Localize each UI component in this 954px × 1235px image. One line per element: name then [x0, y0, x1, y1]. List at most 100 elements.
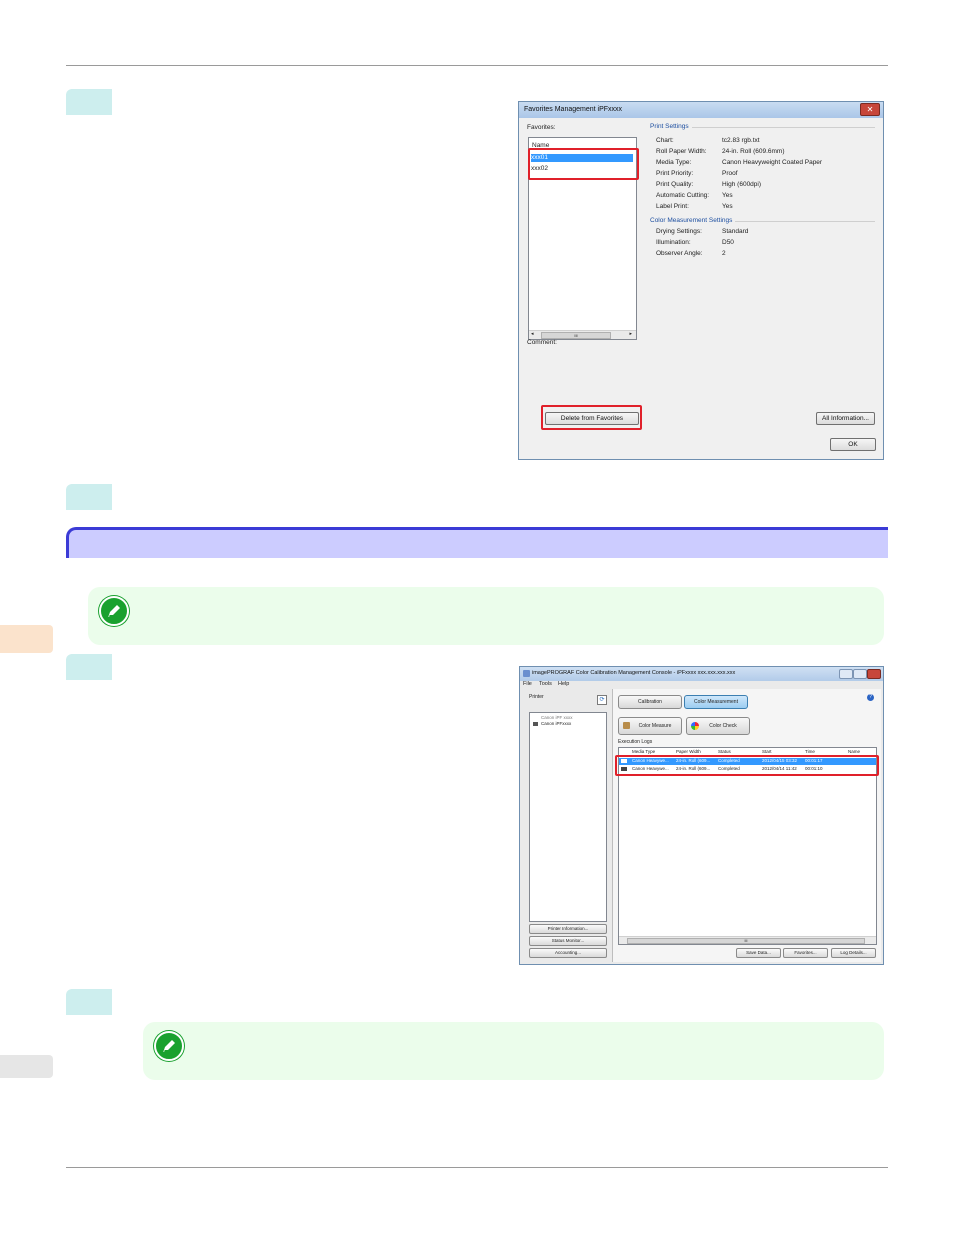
step-marker-3	[66, 654, 112, 680]
printer-icon	[533, 722, 538, 726]
print-setting-value: High (600dpi)	[722, 181, 762, 188]
close-icon[interactable]	[867, 669, 881, 679]
col-media-type[interactable]: Media Type	[632, 749, 656, 754]
console-title: imagePROGRAF Color Calibration Managemen…	[532, 670, 736, 676]
dialog-title: Favorites Management iPFxxxx	[524, 106, 623, 113]
note-pencil-icon	[154, 1031, 184, 1061]
color-setting-value: 2	[722, 250, 726, 257]
step-marker-2	[66, 484, 112, 510]
printer-row-icon	[621, 759, 627, 763]
color-check-label: Color Check	[709, 723, 737, 729]
header-rule	[66, 65, 888, 66]
log-details-button[interactable]: Log Details...	[831, 948, 876, 958]
cell-time: 00:01:17	[805, 758, 823, 763]
print-setting-key: Print Quality:	[656, 181, 694, 188]
side-tab-gray	[0, 1055, 53, 1078]
step-marker-4	[66, 989, 112, 1015]
printer-information-button[interactable]: Printer Information...	[529, 924, 607, 934]
execution-logs-table[interactable]: Media Type Paper Width Status Start Time…	[618, 747, 877, 945]
print-setting-value: tc2.83 rgb.txt	[722, 137, 760, 144]
accounting-button[interactable]: Accounting...	[529, 948, 607, 958]
menu-file[interactable]: File	[523, 681, 532, 687]
note-pencil-icon	[99, 596, 129, 626]
dialog-title-bar: Favorites Management iPFxxxx ✕	[519, 102, 883, 118]
status-monitor-button[interactable]: Status Monitor...	[529, 936, 607, 946]
delete-from-favorites-button[interactable]: Delete from Favorites	[545, 412, 639, 425]
col-start[interactable]: Start	[762, 749, 772, 754]
print-setting-value: Yes	[722, 203, 733, 210]
section-heading-bar	[66, 527, 888, 558]
scroll-thumb[interactable]: III	[541, 332, 611, 339]
scroll-left-icon[interactable]: ◂	[531, 331, 534, 337]
name-column-header[interactable]: Name	[532, 142, 550, 149]
printer-tree[interactable]: Canon iPF xxxx Canon iPFxxxx	[529, 712, 607, 922]
print-setting-key: Label Print:	[656, 203, 689, 210]
cell-media: Canon Heavywe...	[632, 758, 669, 763]
col-status[interactable]: Status	[718, 749, 731, 754]
print-settings-title: Print Settings	[650, 123, 689, 130]
cell-status: Completed	[718, 758, 740, 763]
print-setting-key: Automatic Cutting:	[656, 192, 710, 199]
highlight-delete-button	[541, 405, 642, 430]
refresh-icon[interactable]: ⟳	[597, 695, 607, 705]
favorites-list[interactable]: Name xxx01 xxx02 ◂ III ▸	[528, 137, 637, 340]
measure-icon	[623, 722, 630, 729]
cell-media: Canon Heavywe...	[632, 766, 669, 771]
tab-color-measurement[interactable]: Color Measurement	[684, 695, 748, 709]
favorites-label: Favorites:	[527, 124, 556, 131]
col-paper-width[interactable]: Paper Width	[676, 749, 701, 754]
print-settings-rule	[692, 127, 875, 128]
menu-tools[interactable]: Tools	[539, 681, 552, 687]
cell-width: 24-in. Roll (609...	[676, 758, 711, 763]
comment-label: Comment:	[527, 339, 557, 346]
favorites-management-dialog: Favorites Management iPFxxxx ✕ Favorites…	[518, 101, 884, 460]
table-header: Media Type Paper Width Status Start Time…	[619, 749, 876, 756]
printer-item[interactable]: Canon iPFxxxx	[541, 721, 572, 726]
color-check-button[interactable]: Color Check	[686, 717, 750, 735]
maximize-icon[interactable]	[853, 669, 867, 679]
cell-start: 2012/04/14 11:42	[762, 766, 797, 771]
calibration-console-window: imagePROGRAF Color Calibration Managemen…	[519, 666, 884, 965]
table-row[interactable]: Canon Heavywe... 24-in. Roll (609... Com…	[619, 766, 876, 773]
note-box-1	[88, 587, 884, 645]
print-setting-value: Yes	[722, 192, 733, 199]
color-setting-key: Observer Angle:	[656, 250, 703, 257]
color-setting-key: Drying Settings:	[656, 228, 702, 235]
help-icon[interactable]: ?	[867, 694, 874, 701]
close-icon[interactable]: ✕	[860, 103, 880, 116]
highlight-favorites-items	[528, 148, 639, 180]
favorites-item-xxx02[interactable]: xxx02	[531, 165, 548, 172]
horizontal-scrollbar[interactable]: III	[619, 936, 876, 944]
tab-calibration[interactable]: Calibration	[618, 695, 682, 709]
menu-help[interactable]: Help	[558, 681, 570, 687]
horizontal-scrollbar[interactable]: ◂ III ▸	[529, 330, 636, 339]
col-name[interactable]: Name	[848, 749, 861, 754]
ok-button[interactable]: OK	[830, 438, 876, 451]
print-setting-key: Chart:	[656, 137, 674, 144]
scroll-right-icon[interactable]: ▸	[629, 331, 632, 337]
side-tab-current	[0, 625, 53, 653]
footer-rule	[66, 1167, 888, 1168]
save-data-button[interactable]: Save Data...	[736, 948, 781, 958]
color-measure-button[interactable]: Color Measure	[618, 717, 682, 735]
print-setting-key: Media Type:	[656, 159, 692, 166]
col-time[interactable]: Time	[805, 749, 815, 754]
cell-time: 00:01:10	[805, 766, 823, 771]
print-setting-key: Roll Paper Width:	[656, 148, 707, 155]
note-box-2	[143, 1022, 884, 1080]
console-title-bar: imagePROGRAF Color Calibration Managemen…	[520, 667, 883, 681]
minimize-icon[interactable]	[839, 669, 853, 679]
menu-bar: File Tools Help	[520, 681, 883, 689]
all-information-button[interactable]: All Information...	[816, 412, 875, 425]
cell-start: 2012/04/15 03:32	[762, 758, 798, 763]
printer-group-label: Canon iPF xxxx	[541, 715, 573, 720]
print-setting-value: 24-in. Roll (609.6mm)	[722, 148, 785, 155]
table-row[interactable]: Canon Heavywe... 24-in. Roll (609... Com…	[619, 758, 876, 765]
color-measure-label: Color Measure	[638, 723, 672, 729]
favorites-item-xxx01[interactable]: xxx01	[531, 154, 633, 162]
scroll-thumb[interactable]: III	[627, 938, 865, 944]
color-settings-title: Color Measurement Settings	[650, 217, 733, 224]
execution-logs-label: Execution Logs	[618, 739, 653, 745]
print-setting-key: Print Priority:	[656, 170, 694, 177]
favorites-button[interactable]: Favorites...	[783, 948, 828, 958]
